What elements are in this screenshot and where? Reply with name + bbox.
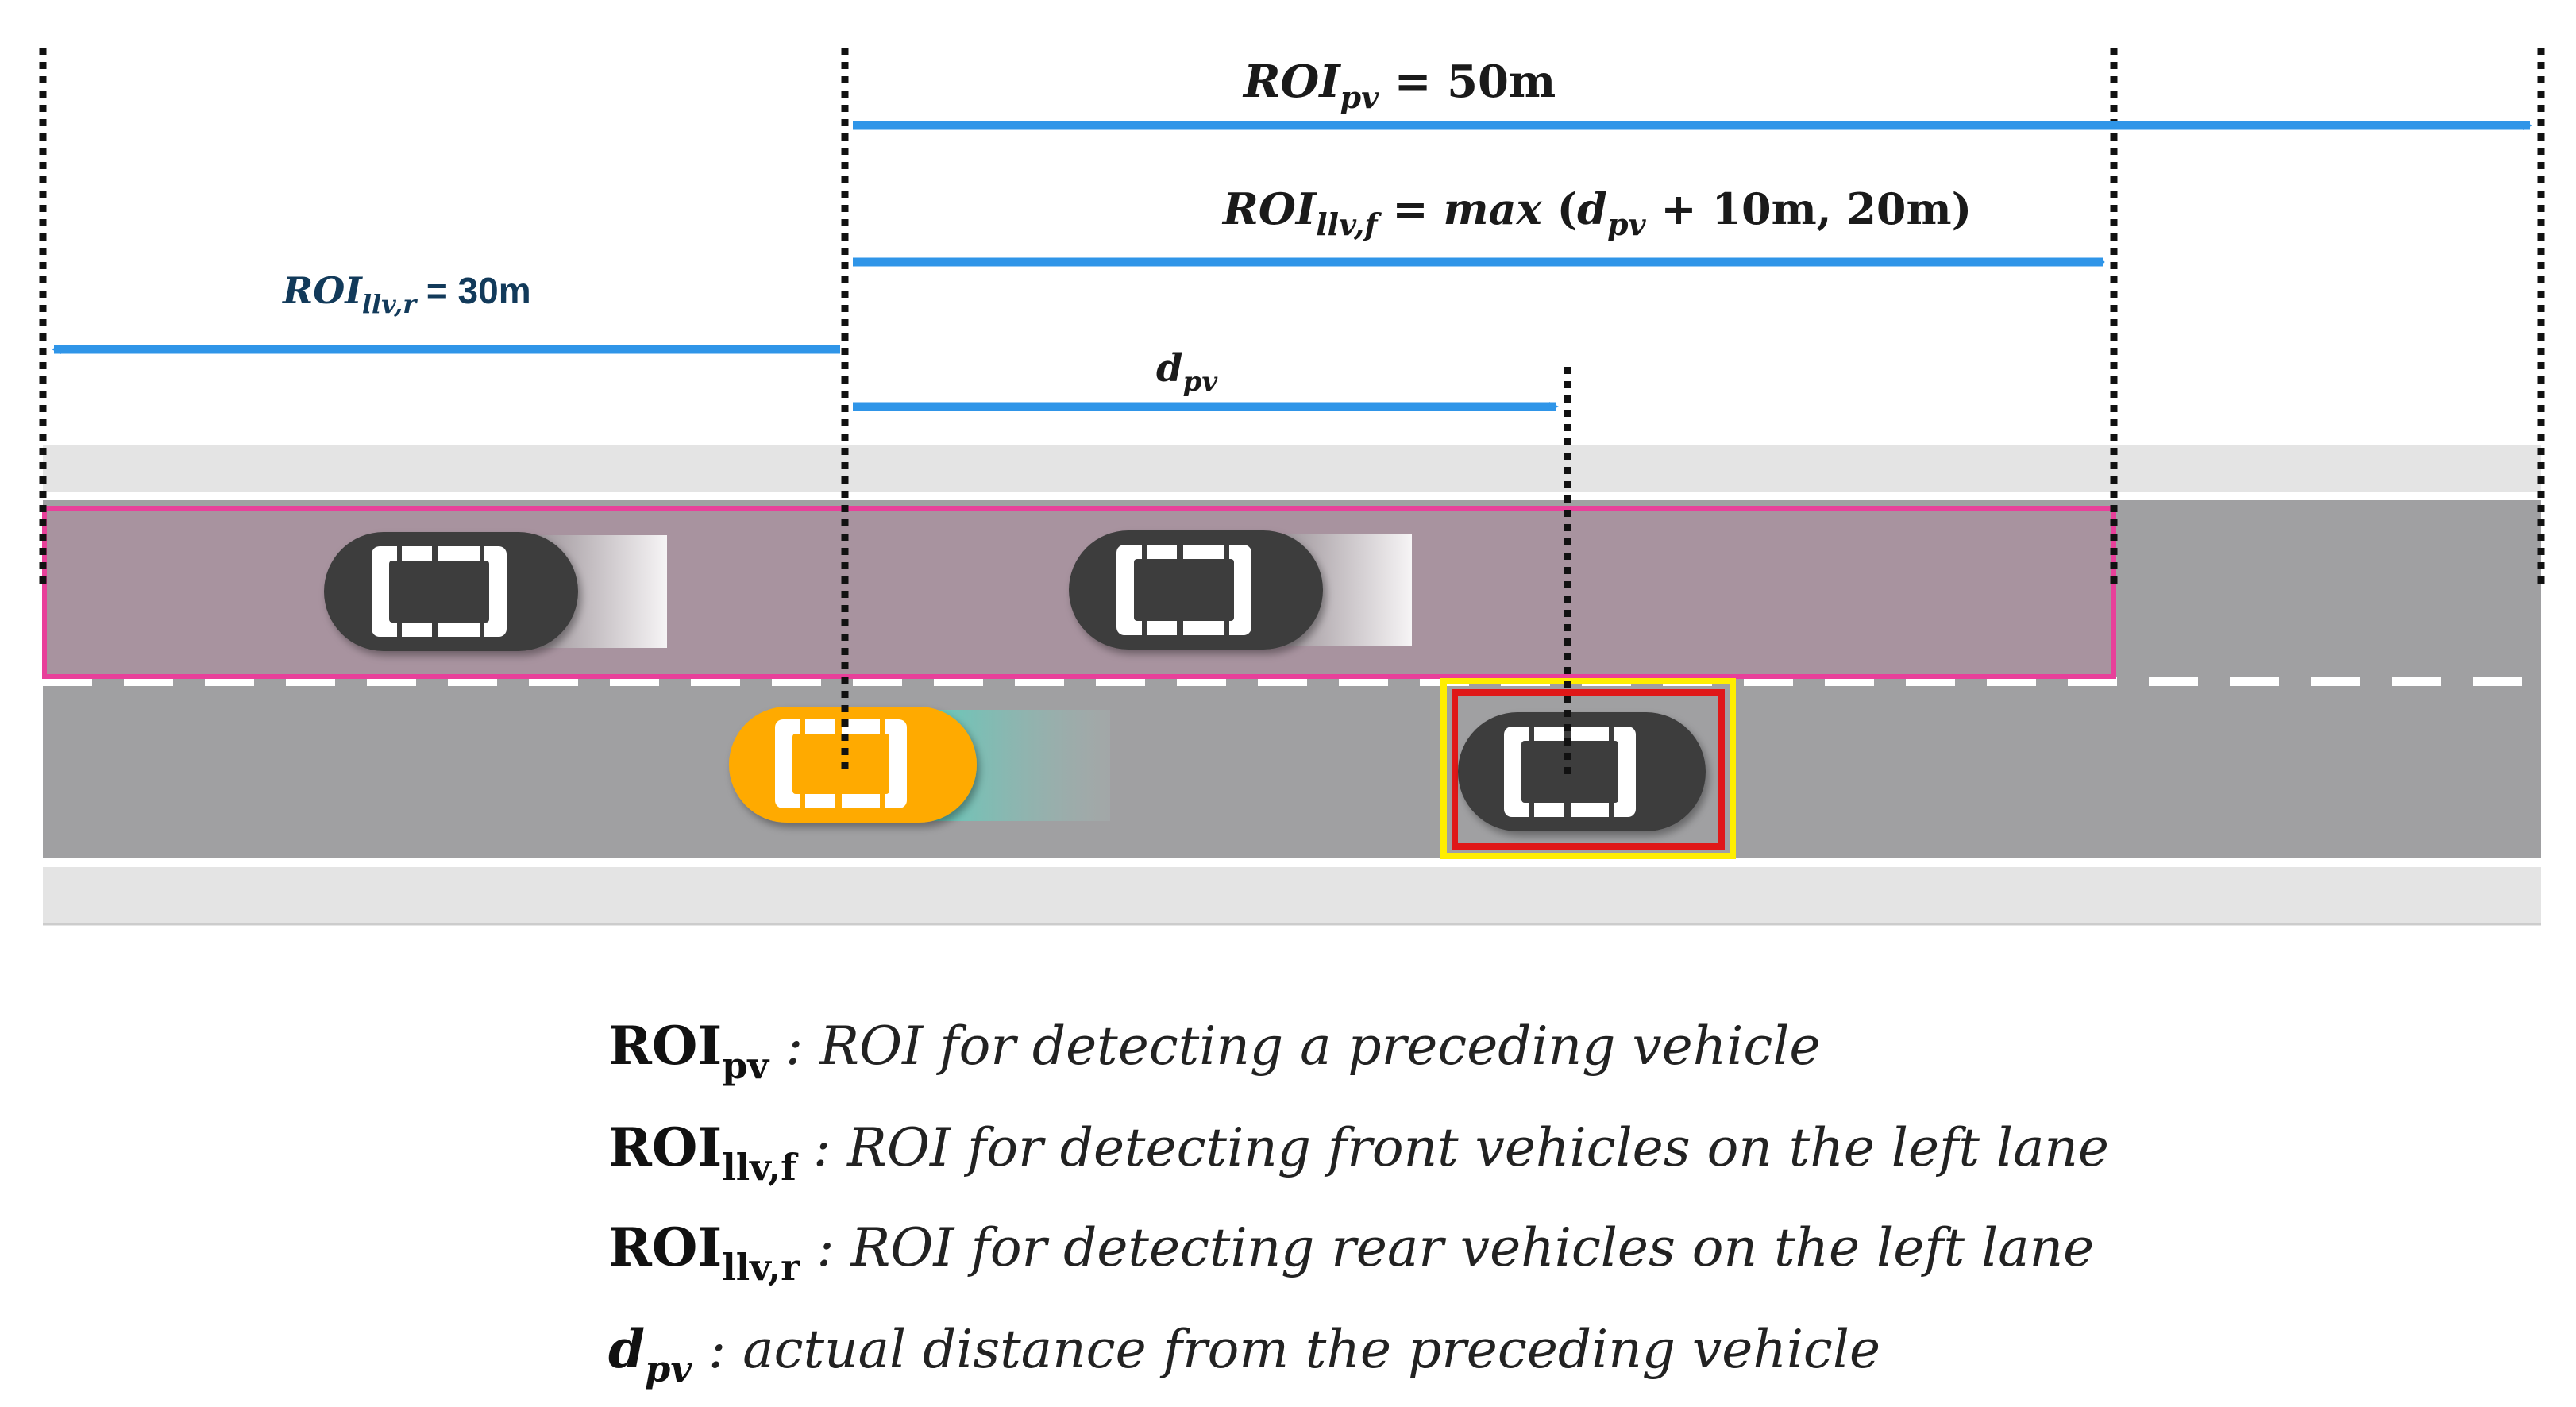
top-road-edge-line <box>43 492 2541 500</box>
car-icon <box>324 532 667 651</box>
reference-lines <box>39 48 2545 778</box>
bottom-road-edge-line <box>43 858 2541 867</box>
ego-car-icon <box>729 707 1110 823</box>
legend-item-roi-pv: ROIpv : ROI for detecting a preceding ve… <box>608 1015 1820 1087</box>
car-icon <box>1069 530 1412 650</box>
top-shoulder <box>43 445 2541 492</box>
pv-detection-box-outer <box>1440 678 1736 859</box>
roi-llv-r-label: ROIllv,r = 30m <box>281 269 531 319</box>
d-pv-label: dpv <box>1156 346 1218 398</box>
distance-arrows <box>52 121 2532 411</box>
legend-item-d-pv: dpv : actual distance from the preceding… <box>608 1318 1880 1390</box>
legend: ROIpv : ROI for detecting a preceding ve… <box>608 1015 2109 1390</box>
legend-item-roi-llv-f: ROIllv,f : ROI for detecting front vehic… <box>608 1116 2109 1189</box>
bottom-shoulder <box>43 867 2541 924</box>
pv-detection-box-inner <box>1452 689 1725 850</box>
legend-item-roi-llv-r: ROIllv,r : ROI for detecting rear vehicl… <box>608 1216 2094 1289</box>
roi-llv-f-label: ROIllv,f = max (dpv + 10m, 20m) <box>1221 183 1972 242</box>
car-icon <box>1458 712 1706 831</box>
roi-pv-label: ROIpv = 50m <box>1242 56 1556 115</box>
